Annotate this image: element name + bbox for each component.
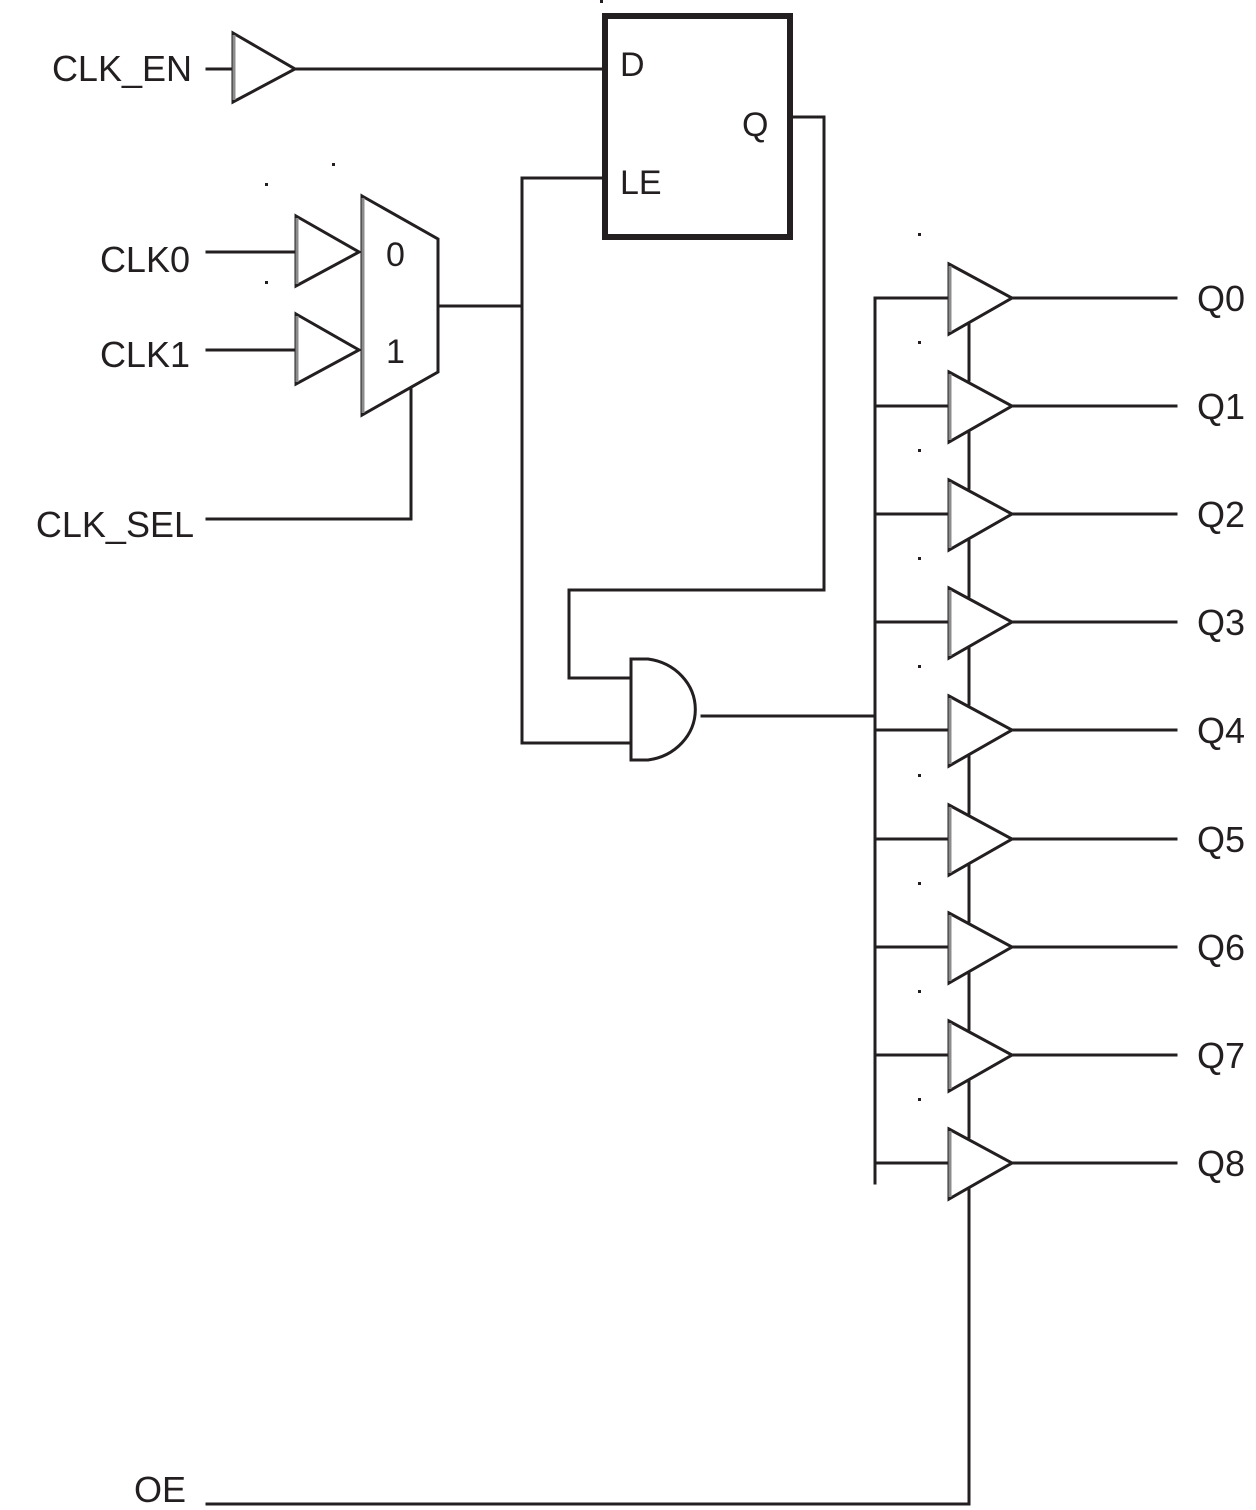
oe-wire [205,1208,971,1506]
artifact-dot [918,665,921,668]
output-buffer-q1: Q1 [873,341,1245,490]
artifact-dot [600,0,603,3]
clk-inputs: CLK0 CLK1 [100,213,363,387]
output-enable-input: OE [134,1208,971,1510]
artifact-dot [918,882,921,885]
artifact-dot [918,449,921,452]
clock-to-le-and-gate-wire [520,176,633,745]
artifact-dot [265,183,268,186]
artifact-dot [265,281,268,284]
tristate-buffer [947,261,1016,337]
clk-en-buffer [231,30,299,105]
output-label-q3: Q3 [1197,602,1245,643]
tristate-buffer [947,910,1016,986]
latch-box [602,13,793,240]
clk0-label: CLK0 [100,239,190,280]
output-label-q4: Q4 [1197,710,1245,751]
output-label-q7: Q7 [1197,1035,1245,1076]
clk-sel-input: CLK_SEL [36,386,413,545]
mux-input-0-label: 0 [386,236,405,274]
artifact-dot [918,341,921,344]
mux-body [360,193,440,418]
clk-sel-label: CLK_SEL [36,504,194,545]
artifact-dot [918,1098,921,1101]
tristate-buffer [947,693,1016,769]
output-label-q6: Q6 [1197,927,1245,968]
clk1-buffer [294,311,363,387]
clk0-buffer [294,213,363,289]
artifact-dot [918,233,921,236]
output-label-q2: Q2 [1197,494,1245,535]
clk-en-input: CLK_EN [52,30,606,105]
latch-pin-q: Q [742,106,768,144]
output-buffer-q6: Q6 [873,882,1245,1031]
q-feedback-net [567,115,826,680]
output-label-q8: Q8 [1197,1143,1245,1184]
and-gate-body [629,657,697,762]
clk-en-label: CLK_EN [52,48,192,89]
tristate-buffer [947,477,1016,553]
clock-net [520,176,633,745]
and-gate [629,657,877,762]
latch-pin-d: D [620,46,645,84]
clock-mux: 0 1 [360,193,524,418]
mux-input-1-label: 1 [386,333,405,371]
clk-sel-wire [205,386,413,521]
output-buffer-q7: Q7 [873,990,1245,1139]
output-buffer-q4: Q4 [873,665,1245,815]
artifact-dot [918,990,921,993]
output-buffer-q3: Q3 [873,557,1245,706]
tristate-buffer [947,1018,1016,1094]
artifact-dots [265,0,603,284]
output-buffer-q8: Q8 [873,1098,1245,1506]
oe-label: OE [134,1469,186,1510]
output-label-q0: Q0 [1197,278,1245,319]
output-buffer-q5: Q5 [873,774,1245,923]
d-latch: D Q LE [602,13,793,240]
clk1-label: CLK1 [100,334,190,375]
tristate-buffer [947,369,1016,445]
latch-pin-le: LE [620,164,662,202]
tristate-buffer [947,802,1016,878]
artifact-dot [918,557,921,560]
output-label-q1: Q1 [1197,386,1245,427]
tristate-buffer [947,585,1016,661]
output-buffer-q2: Q2 [873,449,1245,598]
output-label-q5: Q5 [1197,819,1245,860]
artifact-dot [332,163,335,166]
output-buffer-q0: Q0 [873,233,1245,382]
artifact-dot [918,774,921,777]
tristate-buffer [947,1126,1016,1202]
q-to-and-gate-wire [567,115,826,680]
